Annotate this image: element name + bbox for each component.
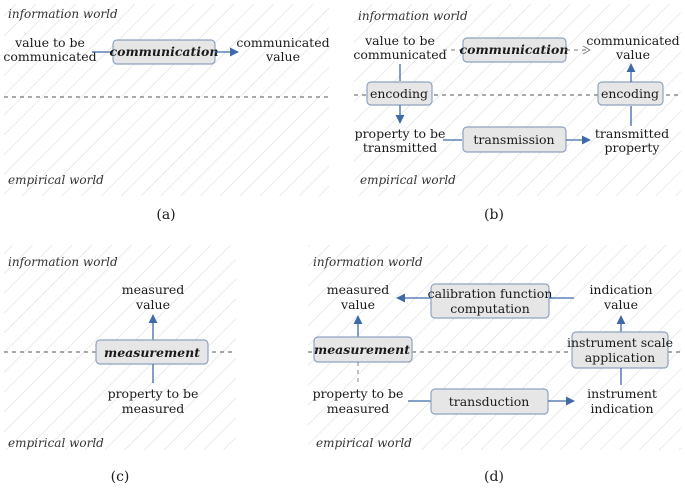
panel-c-output-line1: measured: [122, 282, 185, 297]
panel-c-info-world: information world: [8, 255, 118, 269]
panel-d-instrument-line1: instrument: [587, 386, 657, 401]
panel-d-instrument-line2: indication: [590, 401, 653, 416]
panel-d-measurement-label: measurement: [314, 342, 410, 357]
panel-a-empirical-world: empirical world: [8, 173, 104, 187]
panel-b-caption: (b): [484, 207, 504, 223]
panel-c-input-line2: measured: [122, 401, 185, 416]
panel-a-output-line1: communicated: [236, 35, 329, 50]
panel-b-input-line1: value to be: [364, 33, 435, 48]
panel-a-input-line2: communicated: [3, 49, 96, 64]
panel-b-encoding-right-label: encoding: [601, 86, 659, 101]
panel-b-transmitted-line2: property: [605, 140, 661, 155]
panel-b-transmission-label: transmission: [473, 132, 554, 147]
panel-b-output-line2: value: [615, 47, 650, 62]
panel-b-property-line2: transmitted: [363, 140, 437, 155]
panel-c-measurement-box: [95, 339, 209, 365]
panel-d-scale-box: [571, 331, 669, 369]
panel-d-indication-line1: indication: [589, 282, 652, 297]
panel-a-input-line1: value to be: [14, 35, 85, 50]
panel-b-info-world: information world: [358, 9, 468, 23]
panel-d-caption: (d): [484, 469, 504, 485]
panel-d-scale-line1: instrument scale: [567, 335, 673, 350]
panel-c: information world empirical world measur…: [4, 245, 236, 485]
panel-b-output-line1: communicated: [586, 33, 679, 48]
panel-d-empirical-world: empirical world: [316, 436, 412, 450]
panel-b: information world empirical world value …: [353, 4, 681, 223]
panel-a-caption: (a): [156, 207, 175, 223]
panel-d-calibration-line2: computation: [450, 301, 530, 316]
panel-a-hatch: [4, 4, 329, 196]
panel-d-measurement-box: [313, 336, 413, 363]
panel-c-output-line2: value: [135, 297, 170, 312]
panel-b-communication-label: communication: [460, 42, 569, 57]
panel-d-calibration-box: [430, 283, 550, 319]
panel-d-transduction-label: transduction: [449, 394, 530, 409]
panel-d-input-line2: measured: [327, 401, 390, 416]
panel-a-info-world: information world: [8, 7, 118, 21]
panel-a-communication-label: communication: [110, 44, 219, 59]
panel-b-input-line2: communicated: [353, 47, 446, 62]
panel-b-transmitted-line1: transmitted: [595, 126, 669, 141]
panel-d-calibration-line1: calibration function: [428, 286, 553, 301]
panel-b-output-dash-arrowhead: [582, 45, 591, 55]
panel-c-input-line1: property to be: [108, 386, 199, 401]
panel-d: information world empirical world measur…: [308, 245, 681, 485]
panel-d-output-line2: value: [340, 297, 375, 312]
panel-d-output-line1: measured: [327, 282, 390, 297]
panel-c-empirical-world: empirical world: [8, 436, 104, 450]
panel-d-info-world: information world: [313, 255, 423, 269]
panel-b-property-line1: property to be: [355, 126, 446, 141]
panel-a-output-line2: value: [265, 49, 300, 64]
panel-b-empirical-world: empirical world: [360, 173, 456, 187]
panel-c-caption: (c): [111, 469, 130, 485]
panel-b-encoding-left-label: encoding: [370, 86, 428, 101]
panel-d-scale-line2: application: [585, 350, 656, 365]
panel-d-input-line1: property to be: [313, 386, 404, 401]
panel-c-measurement-label: measurement: [104, 345, 200, 360]
panel-d-indication-line2: value: [603, 297, 638, 312]
panel-a: information world empirical world value …: [3, 4, 330, 223]
